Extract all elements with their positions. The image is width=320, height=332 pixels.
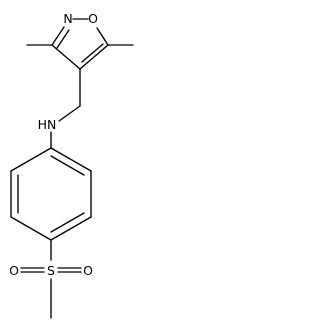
bond-n-c3-double [56,29,70,49]
bond-ar-6 [10,147,52,172]
bond-c4-c5 [79,44,109,70]
bond-n-c3 [51,26,65,46]
atom-label-s: S [47,263,55,278]
atom-label-o-left: O [9,263,19,278]
bond-ar-inner-1 [50,155,85,176]
atom-label-o-right: O [83,263,93,278]
isoxazole-ring [51,18,109,70]
bond-ar-inner-2 [50,212,85,233]
bond-c5-o [96,27,109,46]
bond-ar-4 [10,216,52,241]
structure-diagram: N O HN S O O [9,11,134,319]
bond-c3-c4 [51,44,81,70]
atom-label-hn: HN [38,117,57,132]
benzene-ring [10,147,92,241]
bond-c4-c5-double [81,43,104,63]
bond-ar-3 [50,216,92,241]
bond-ch2-nh [58,105,81,122]
atom-label-n: N [63,11,72,26]
atom-label-o-ring: O [88,11,98,26]
bond-ar-1 [50,147,92,172]
